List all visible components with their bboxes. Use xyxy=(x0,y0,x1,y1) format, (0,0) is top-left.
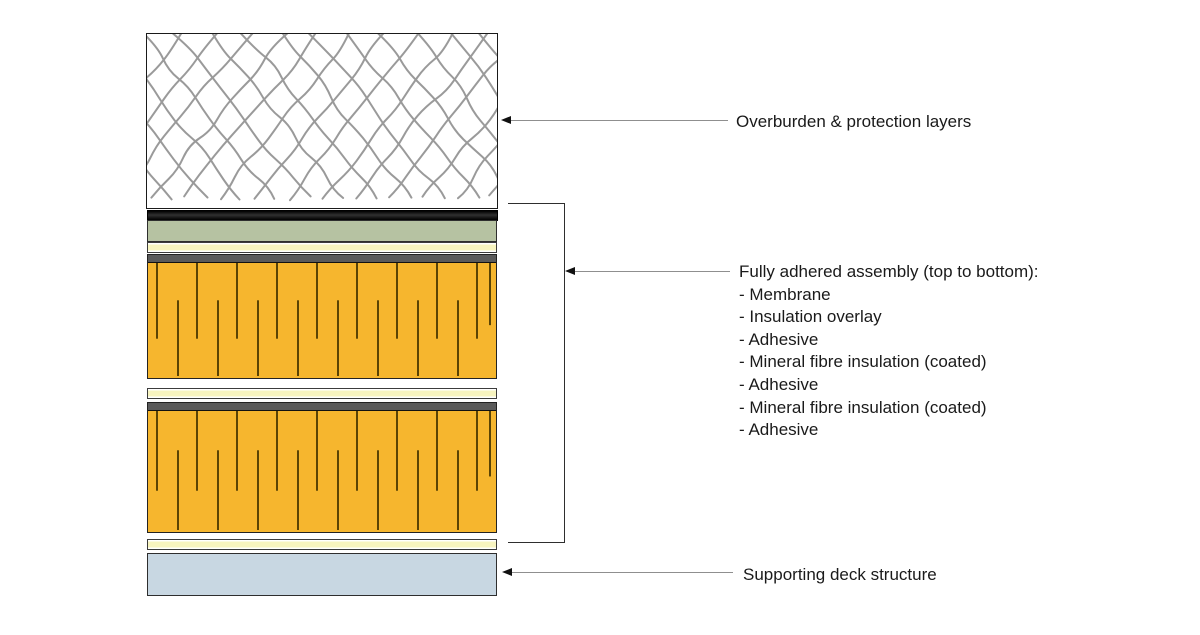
assembly-title: Fully adhered assembly (top to bottom): xyxy=(739,262,1039,281)
overburden-arrowhead-icon xyxy=(501,116,511,124)
assembly-arrow-line xyxy=(574,271,730,273)
assembly-item: - Mineral fibre insulation (coated) xyxy=(739,352,987,372)
layer-overburden-protection xyxy=(146,33,498,209)
overburden-label: Overburden & protection layers xyxy=(736,112,972,131)
layer-mineral-fibre-insulation-1 xyxy=(147,254,497,379)
deck-arrowhead-icon xyxy=(502,568,512,576)
assembly-item: - Mineral fibre insulation (coated) xyxy=(739,397,987,417)
assembly-item: - Membrane xyxy=(739,284,831,304)
assembly-label: Fully adhered assembly (top to bottom): … xyxy=(739,261,1039,442)
fibre-pattern-2 xyxy=(148,411,494,530)
insulation-coating-2 xyxy=(148,403,496,411)
net-pattern xyxy=(147,34,497,202)
assembly-items: - Membrane- Insulation overlay- Adhesive… xyxy=(739,284,1039,442)
assembly-arrowhead-icon xyxy=(565,267,575,275)
assembly-item: - Adhesive xyxy=(739,329,819,349)
layer-adhesive-1 xyxy=(147,242,497,253)
deck-label: Supporting deck structure xyxy=(743,565,937,584)
layer-supporting-deck xyxy=(147,553,497,596)
layer-adhesive-3 xyxy=(147,539,497,550)
fibre-pattern-1 xyxy=(148,263,494,376)
assembly-bracket xyxy=(508,203,565,543)
assembly-item: - Adhesive xyxy=(739,374,819,394)
layer-insulation-overlay xyxy=(147,220,497,242)
overburden-arrow-line xyxy=(510,120,728,122)
assembly-item: - Insulation overlay xyxy=(739,307,882,327)
layer-mineral-fibre-insulation-2 xyxy=(147,402,497,533)
deck-arrow-line xyxy=(511,572,733,574)
insulation-coating-1 xyxy=(148,255,496,263)
layer-adhesive-2 xyxy=(147,388,497,399)
assembly-item: - Adhesive xyxy=(739,420,819,440)
